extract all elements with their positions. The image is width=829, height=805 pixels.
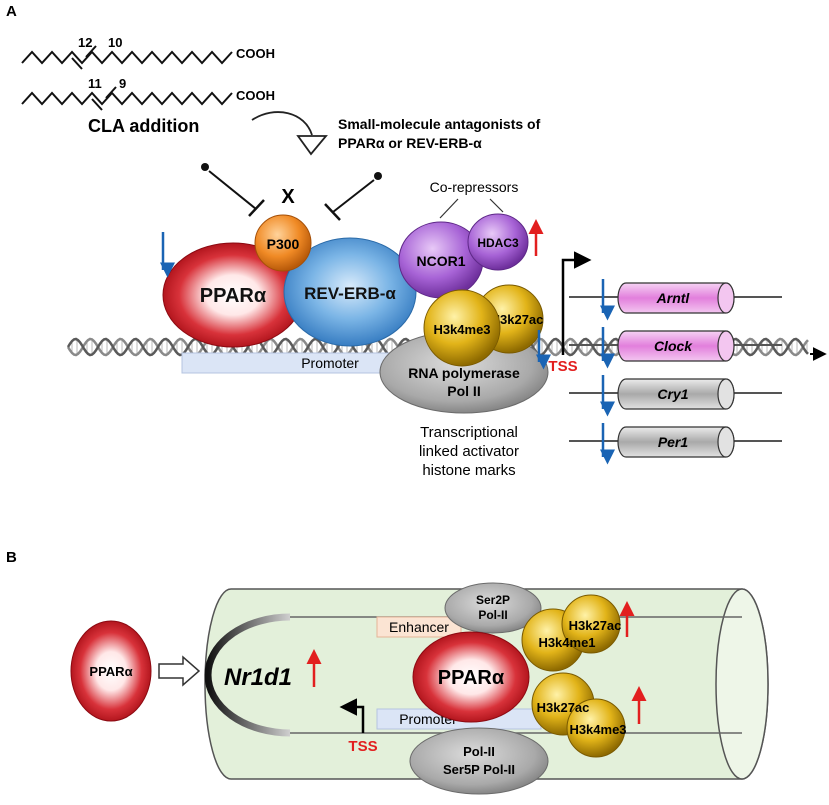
panel-b-label: B xyxy=(6,549,17,566)
chain2-carbon-9: 9 xyxy=(119,76,126,91)
ser2p-label-line2: Pol-II xyxy=(478,608,507,622)
hollow-arrow-icon xyxy=(158,655,201,687)
inhibition-line-right xyxy=(332,179,375,213)
gene-label-per1: Per1 xyxy=(658,434,689,450)
chain2-cooh: COOH xyxy=(236,88,275,103)
gene-label-cry1: Cry1 xyxy=(657,386,688,402)
nr1d1-gene-label: Nr1d1 xyxy=(224,664,292,691)
hdac3-protein xyxy=(467,213,529,271)
gene-row-arntl: Arntl xyxy=(569,279,782,321)
ser5p-label-line2: Ser5P Pol-II xyxy=(443,762,515,777)
ser2p-label-line1: Ser2P xyxy=(476,593,510,607)
ppara-label-b: PPARα xyxy=(438,667,505,689)
ppara-protein-b xyxy=(412,631,530,723)
antagonist-dot-left xyxy=(201,163,209,171)
double-bond-mark xyxy=(85,45,97,58)
corepressor-pointer xyxy=(439,198,459,219)
h3k27ac-top-label: H3k27ac xyxy=(569,618,622,633)
antagonist-label-line2: PPARα or REV-ERB-α xyxy=(338,135,482,151)
ser5p-label-line1: Pol-II xyxy=(463,744,495,759)
gene-label-arntl: Arntl xyxy=(656,290,691,306)
ppara-small-protein xyxy=(70,620,152,722)
p300-protein xyxy=(254,214,312,272)
corepressors-label: Co-repressors xyxy=(430,179,519,195)
panel-a-label: A xyxy=(6,3,17,20)
chain1-carbon-12: 12 xyxy=(78,35,92,50)
enhancer-label: Enhancer xyxy=(389,619,449,635)
dna-loop-arc xyxy=(204,613,291,737)
chain1-carbon-10: 10 xyxy=(108,35,122,50)
p300-label: P300 xyxy=(267,236,300,252)
gene-row-clock: Clock xyxy=(569,327,782,369)
pol-label-line2: Pol II xyxy=(447,383,480,399)
inhibition-bar-right xyxy=(324,203,341,221)
h3k4me1-label: H3k4me1 xyxy=(538,635,595,650)
inhibition-bar-left xyxy=(248,199,265,217)
h3k4me3-mark-b xyxy=(566,698,626,758)
promoter-label: Promoter xyxy=(301,355,359,371)
h3k27ac-bottom-label: H3k27ac xyxy=(537,700,590,715)
reverb-label: REV-ERB-α xyxy=(304,284,396,303)
pol-label-line1: RNA polymerase xyxy=(408,365,520,381)
fatty-acid-chain-2 xyxy=(21,91,233,106)
gene-row-cry1: Cry1 xyxy=(569,375,782,417)
hdac3-label: HDAC3 xyxy=(477,236,519,250)
h3k27ac-top-mark xyxy=(561,594,621,654)
double-bond-mark xyxy=(91,98,103,111)
cylinder-end xyxy=(715,588,769,780)
histone-marks-caption-line2: linked activator xyxy=(419,443,519,460)
h3k27ac-label: H3k27ac xyxy=(491,312,544,327)
ncor1-label: NCOR1 xyxy=(416,253,465,269)
chain1-cooh: COOH xyxy=(236,46,275,61)
chain2-carbon-11: 11 xyxy=(88,76,102,91)
gene-label-clock: Clock xyxy=(654,338,693,354)
double-bond-mark xyxy=(71,57,83,70)
curved-arrow-icon xyxy=(251,111,313,136)
curved-arrow-head xyxy=(296,135,328,156)
ser5p-pol2 xyxy=(409,727,549,795)
antagonist-label-line1: Small-molecule antagonists of xyxy=(338,116,541,132)
h3k4me3-label: H3k4me3 xyxy=(433,322,490,337)
ppara-label: PPARα xyxy=(200,285,267,307)
tss-arrow-b xyxy=(339,698,365,733)
ppara-small-label: PPARα xyxy=(89,664,132,679)
corepressor-pointer xyxy=(489,198,504,213)
double-bond-mark xyxy=(105,86,117,99)
h3k4me3-mark xyxy=(423,289,501,367)
h3k4me3-label-b: H3k4me3 xyxy=(569,722,626,737)
gene-row-per1: Per1 xyxy=(569,423,782,465)
histone-marks-caption-line1: Transcriptional xyxy=(420,424,518,441)
tss-label-b: TSS xyxy=(348,738,377,755)
antagonist-dot-right xyxy=(374,172,382,180)
cla-addition-label: CLA addition xyxy=(88,116,199,136)
tss-label: TSS xyxy=(548,358,577,375)
tss-arrow xyxy=(561,251,592,355)
reverb-protein xyxy=(283,237,417,347)
fatty-acid-chain-1 xyxy=(21,50,233,65)
histone-marks-caption-line3: histone marks xyxy=(422,462,515,479)
x-mark: X xyxy=(281,186,295,208)
ser2p-pol2 xyxy=(444,582,542,634)
inhibition-line-left xyxy=(208,170,257,210)
